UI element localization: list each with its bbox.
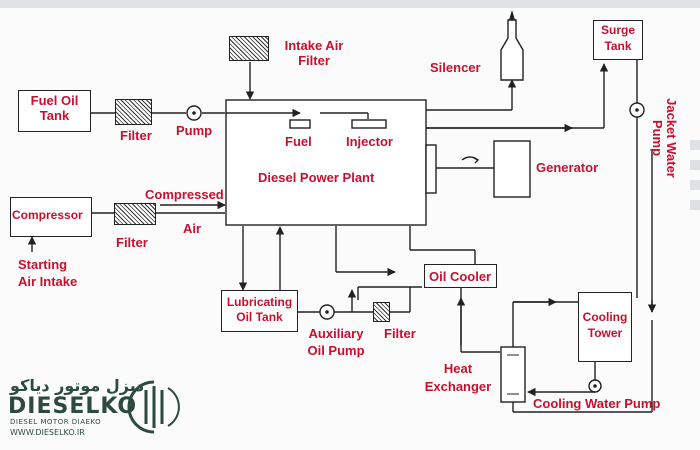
silencer-label: Silencer <box>430 60 481 75</box>
air-filter-symbol <box>114 203 156 225</box>
compressed-label: Compressed <box>145 187 224 202</box>
compressor-label: Compressor <box>12 208 83 222</box>
pump-label: Pump <box>176 123 213 138</box>
fuel-filter-label: Filter <box>120 128 152 143</box>
cooling-tower-box <box>578 292 632 362</box>
fuel-oil-tank-box <box>18 90 91 132</box>
dieselko-logo: دیزل موتور دیاکو DIESELKO DIESEL MOTOR D… <box>6 376 196 440</box>
air-filter-label: Filter <box>116 235 148 250</box>
corner-decoration <box>690 180 700 190</box>
fuel-filter-symbol <box>115 99 152 125</box>
oil-filter-label: Filter <box>384 326 416 341</box>
generator-label: Generator <box>536 160 599 175</box>
oil-cooler-box <box>424 264 497 288</box>
oil-filter-symbol <box>373 302 390 322</box>
oil-cooler-label: Oil Cooler <box>429 269 492 284</box>
diesel-power-plant-label: Diesel Power Plant <box>258 170 375 185</box>
lubricating-oil-tank-box <box>221 290 298 332</box>
corner-decoration <box>690 140 700 150</box>
logo-persian-text: دیزل موتور دیاکو <box>10 376 144 395</box>
corner-decoration <box>690 160 700 170</box>
logo-brand: DIESELKO <box>8 394 138 419</box>
top-frame-band <box>0 0 700 8</box>
compressor-box <box>10 197 92 237</box>
cooling-water-pump-label: Cooling Water Pump <box>533 396 661 411</box>
surge-tank-box <box>593 20 643 60</box>
fuel-label: Fuel <box>285 134 312 149</box>
logo-url: WWW.DIESELKO.IR <box>10 428 85 437</box>
intake-air-filter-symbol <box>229 36 269 61</box>
injector-label: Injector <box>346 134 393 149</box>
air-label: Air <box>183 221 202 236</box>
logo-emblem-icon <box>127 380 180 434</box>
corner-decoration <box>690 200 700 210</box>
logo-tagline: DIESEL MOTOR DIAEKO <box>10 418 102 426</box>
